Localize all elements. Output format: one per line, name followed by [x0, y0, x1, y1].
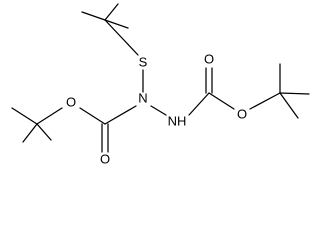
bond-tbu-right-methyl-3: [279, 92, 299, 119]
tert-butyl-group-left: [11, 107, 52, 143]
bond-tbu-top-to-s: [104, 19, 139, 56]
bond-tbu-top-methyl-1: [104, 3, 119, 21]
bond-tbu-left-methyl-2: [36, 123, 52, 141]
atom-label-ester-oxygen-left: O: [66, 94, 76, 109]
right-carbamate: [188, 67, 281, 116]
atom-label-carbonyl-oxygen-left: O: [100, 151, 110, 166]
bond-ester-o-to-tbu-right: [249, 92, 281, 110]
bond-tbu-top-methyl-2: [104, 19, 129, 29]
bond-tbu-top-methyl-3: [81, 11, 106, 21]
bond-nh-carbonyl-c-right: [188, 92, 210, 116]
atom-label-nitrogen: N: [138, 90, 147, 105]
bond-ester-o-to-tbu-left: [36, 107, 63, 125]
atom-label-ester-oxygen-right: O: [237, 106, 247, 121]
bond-tbu-left-methyl-1: [11, 107, 38, 125]
bond-carbonyl-c-to-ester-o-left: [79, 107, 106, 125]
atom-label-nh: NH: [168, 113, 187, 128]
tert-butyl-group-top: [81, 3, 139, 56]
atom-label-sulfur: S: [139, 54, 148, 69]
chemical-structure: S N NH O O O O: [11, 3, 310, 166]
bond-n-nh: [150, 105, 167, 116]
bond-tbu-left-methyl-3: [22, 123, 38, 143]
atom-label-carbonyl-oxygen-right: O: [204, 51, 214, 66]
tert-butyl-group-right: [279, 63, 310, 119]
left-carbamate: [36, 105, 137, 153]
bond-carbonyl-c-to-ester-o-right: [208, 92, 235, 110]
bond-n-carbonyl-c-left: [104, 105, 137, 125]
bond-tbu-right-methyl-2: [279, 92, 310, 95]
